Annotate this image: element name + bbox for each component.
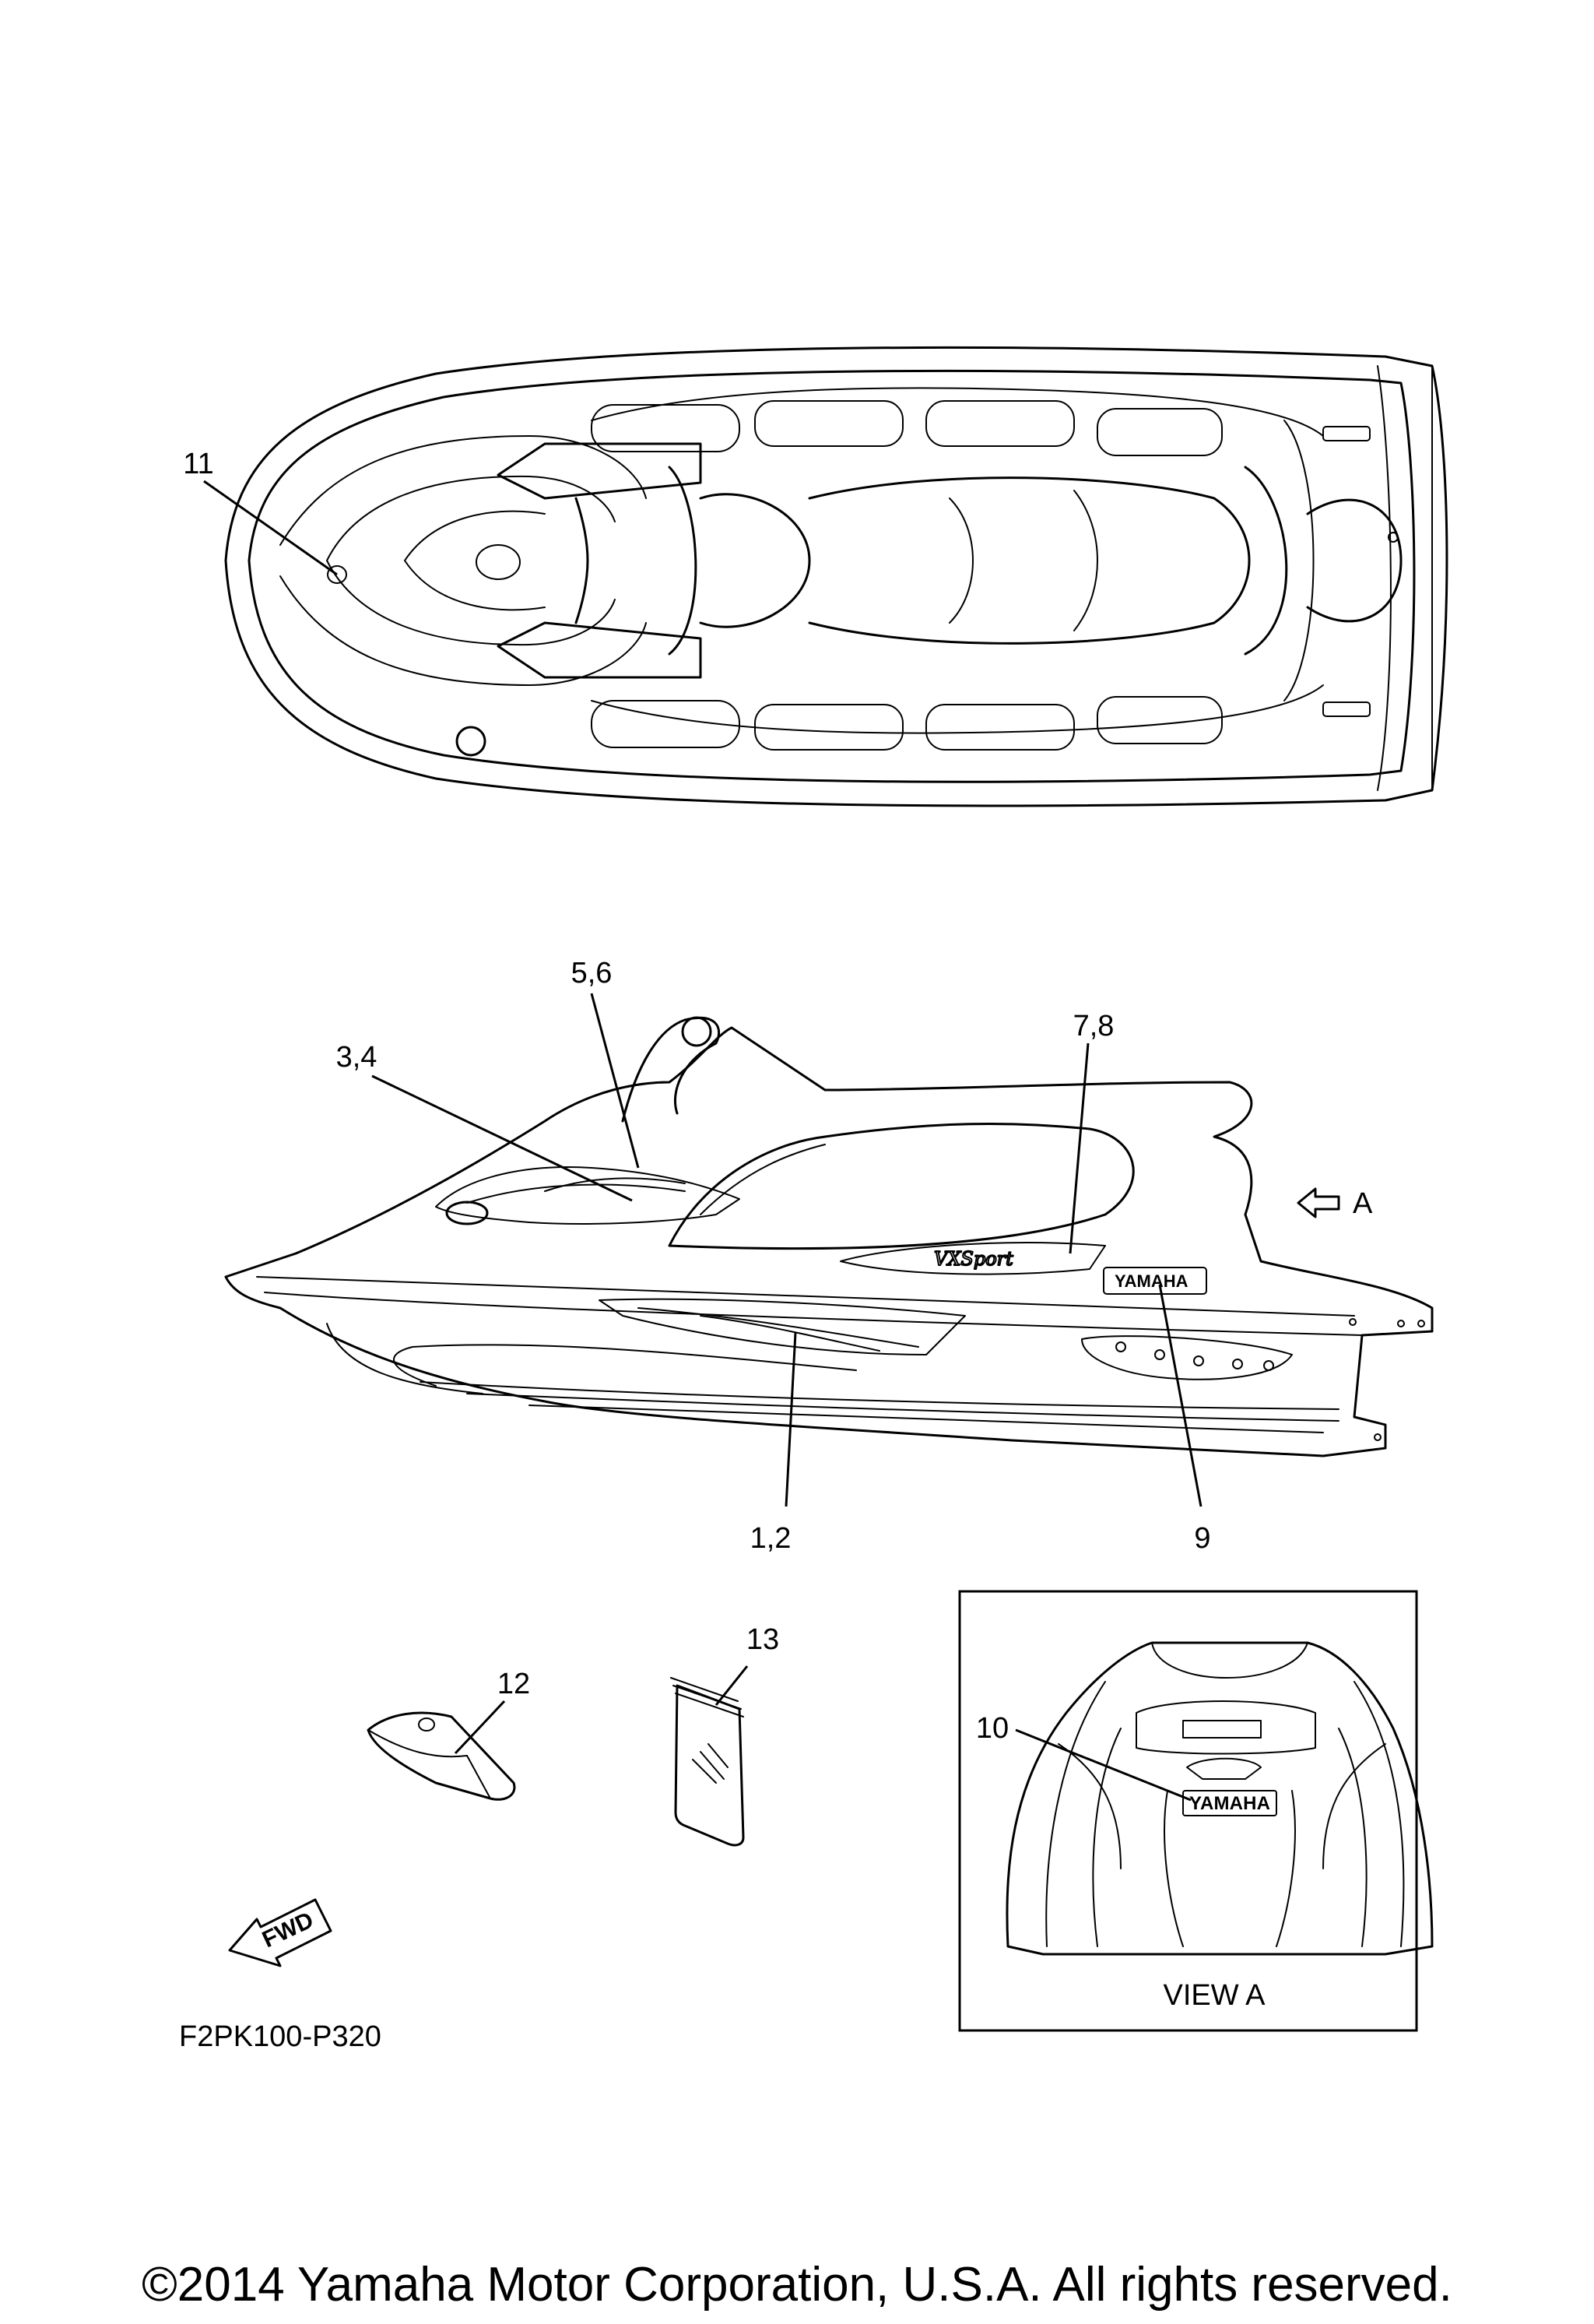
view-a-box xyxy=(958,1590,1418,2032)
drawing-code: F2PK100-P320 xyxy=(179,2020,381,2053)
model-decal-text: VXSport xyxy=(934,1248,1013,1270)
fwd-direction-arrow: FWD xyxy=(228,1898,332,1967)
leader-lines xyxy=(203,480,1203,1802)
callout-7-8: 7,8 xyxy=(1073,1010,1115,1042)
top-view-watercraft xyxy=(224,346,1448,807)
callout-10: 10 xyxy=(976,1712,1009,1745)
callout-11: 11 xyxy=(183,448,213,480)
side-yamaha-decal-text: YAMAHA xyxy=(1115,1271,1188,1291)
callout-13: 13 xyxy=(746,1623,779,1656)
part-12-cover xyxy=(367,1711,516,1801)
callout-5-6: 5,6 xyxy=(571,957,613,990)
rear-yamaha-decal-text: YAMAHA xyxy=(1189,1793,1270,1814)
callout-3-4: 3,4 xyxy=(336,1041,377,1074)
callout-12: 12 xyxy=(497,1668,530,1700)
callout-9: 9 xyxy=(1194,1522,1210,1555)
view-a-arrow xyxy=(1297,1187,1340,1218)
view-a-rear-view: YAMAHA xyxy=(1006,1641,1434,1956)
part-13-manual-bag xyxy=(670,1677,745,1847)
side-view-watercraft: VXSport YAMAHA xyxy=(224,1016,1434,1457)
copyright-notice: ©2014 Yamaha Motor Corporation, U.S.A. A… xyxy=(142,2258,1452,2312)
view-a-title: VIEW A xyxy=(1164,1979,1266,2012)
view-a-marker-label: A xyxy=(1353,1187,1373,1220)
callout-1-2: 1,2 xyxy=(750,1522,792,1555)
